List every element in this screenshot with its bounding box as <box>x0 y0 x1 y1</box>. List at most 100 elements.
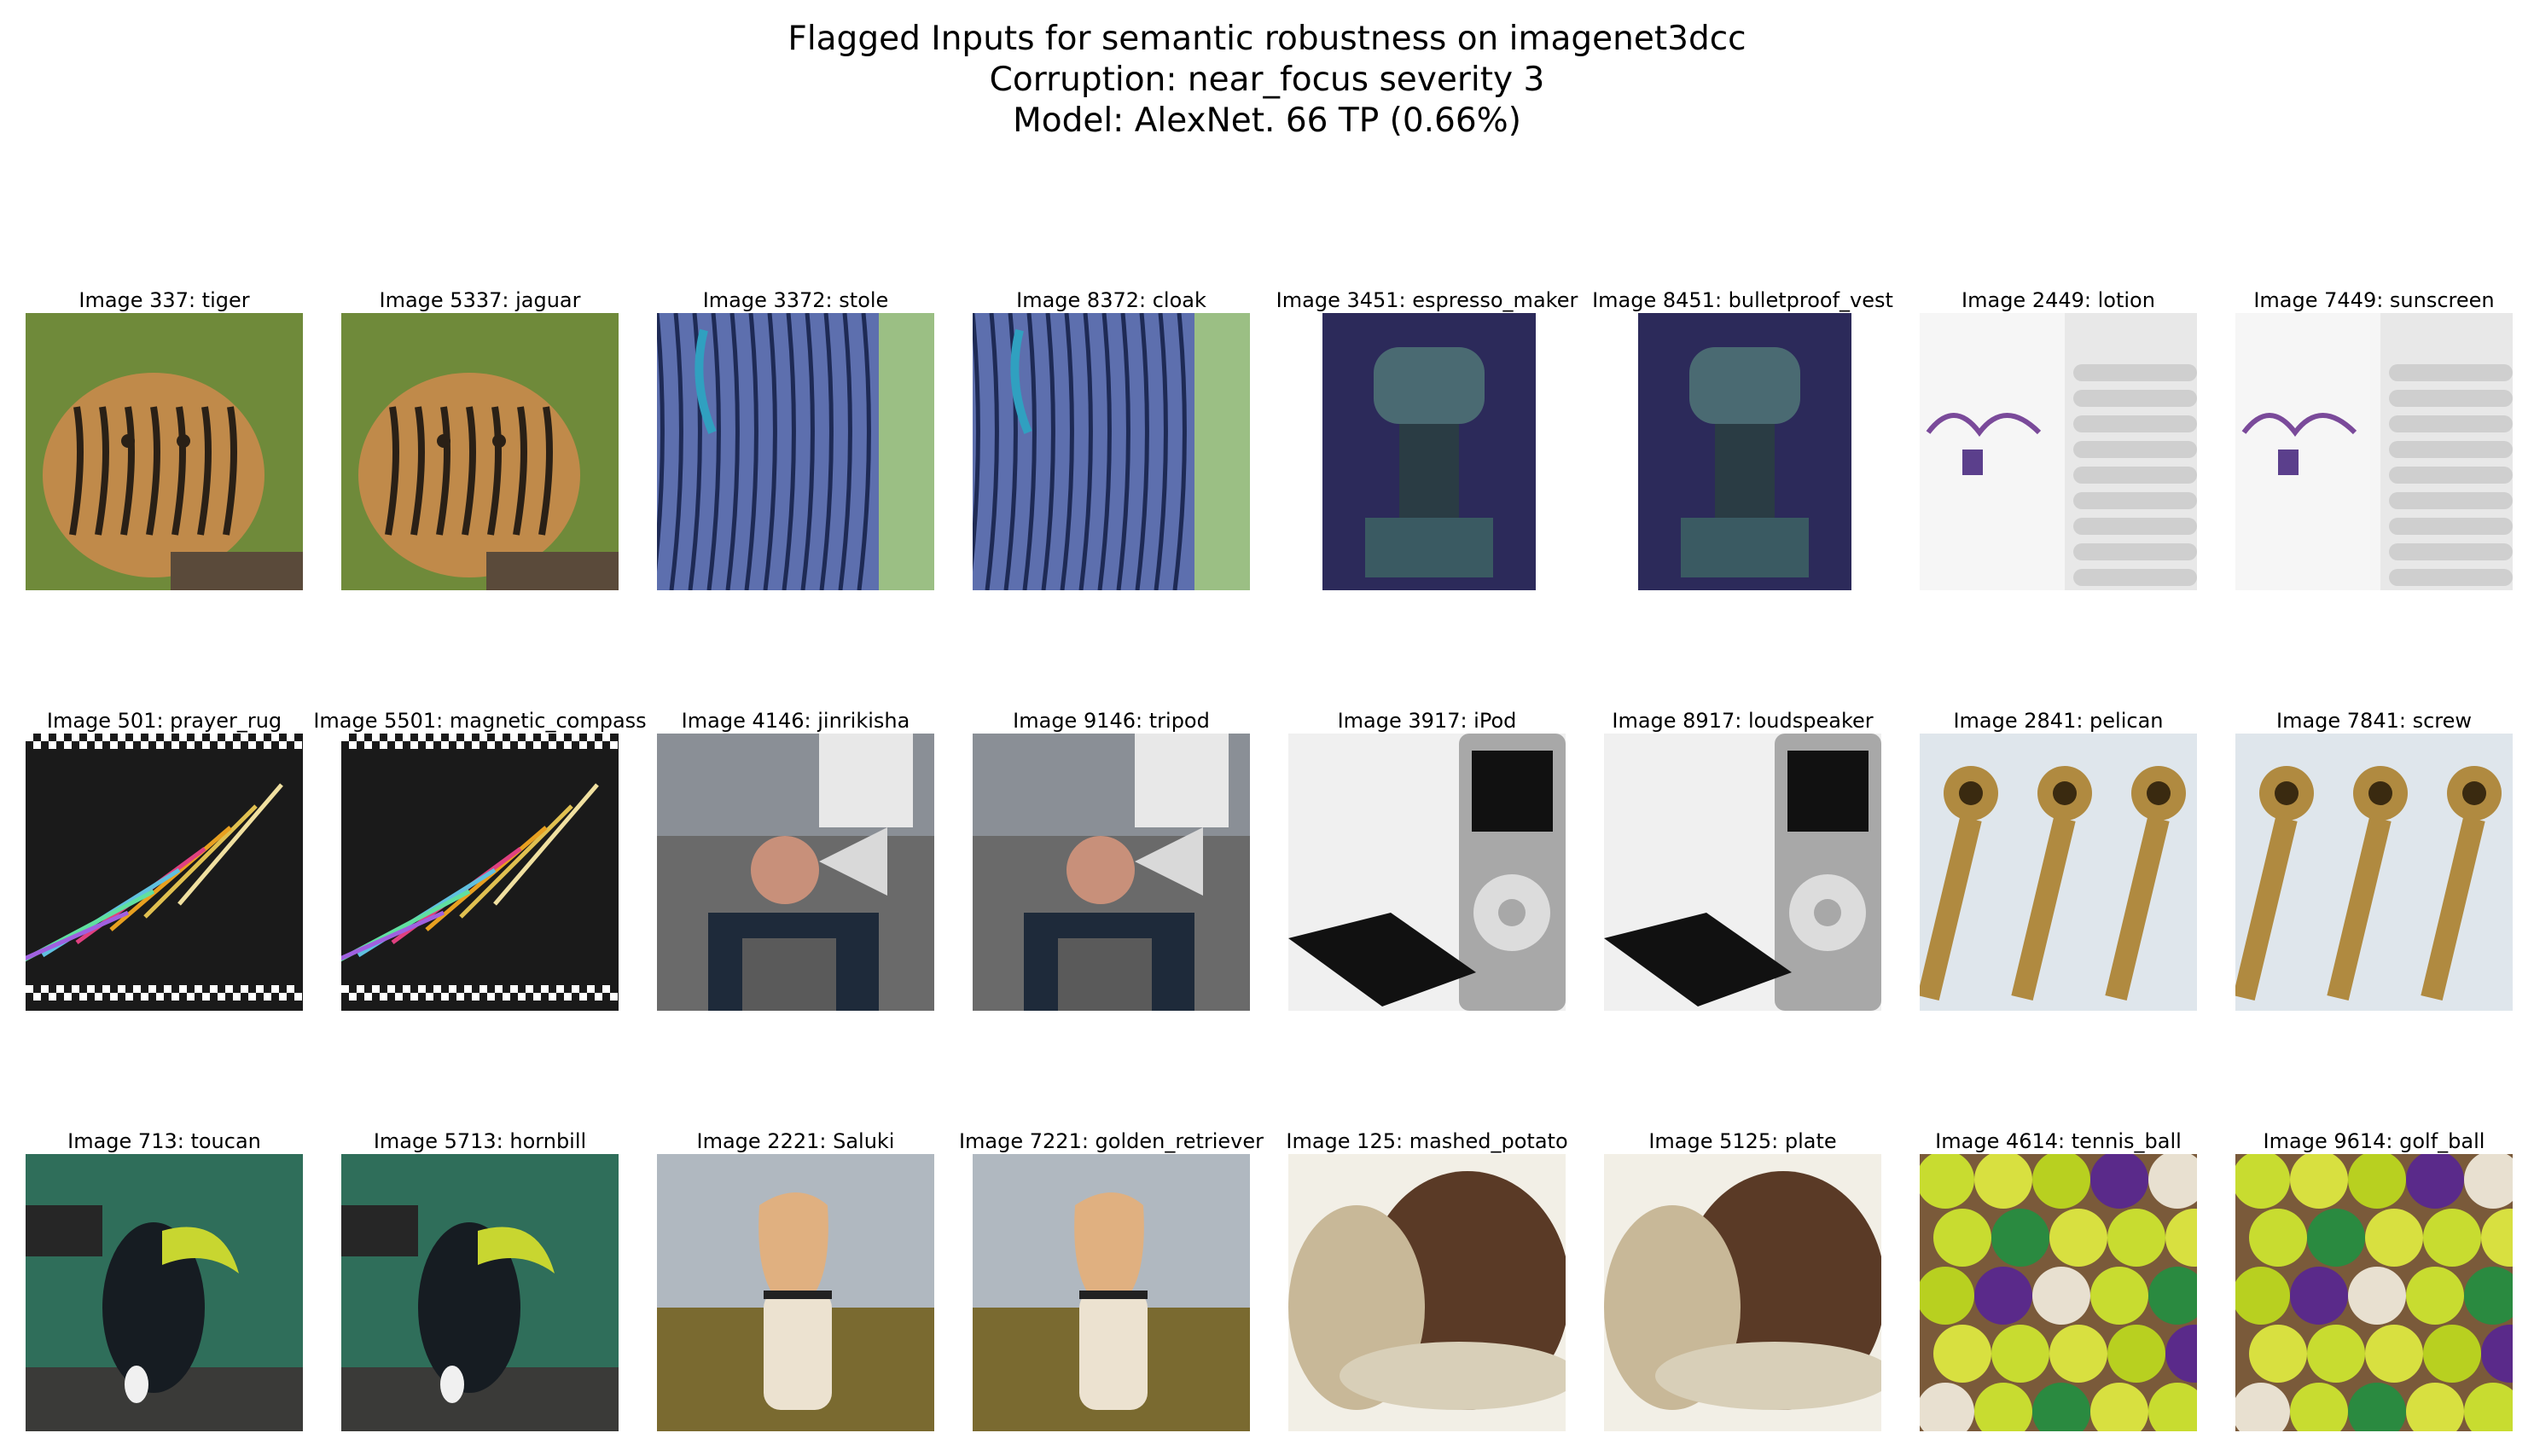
grid-cell: Image 2221: Saluki <box>657 1128 934 1444</box>
megaphone-man-photo-graphic <box>973 734 1250 1011</box>
image-caption: Image 3372: stole <box>702 288 889 312</box>
tiger-photo <box>26 313 303 590</box>
tree-bark-photo-graphic <box>657 313 934 590</box>
grid-cell: Image 4614: tennis_ball <box>1920 1128 2197 1444</box>
espresso-maker-photo-graphic <box>1604 313 1881 590</box>
image-caption: Image 2449: lotion <box>1962 288 2155 312</box>
grid-cell: Image 501: prayer_rug <box>26 708 303 1024</box>
image-caption: Image 3451: espresso_maker <box>1276 288 1578 312</box>
espresso-maker-photo <box>1604 313 1881 590</box>
safety-pins-photo-graphic <box>26 734 303 1011</box>
lotion-bottle-photo <box>2235 313 2513 590</box>
grid-cell: Image 8372: cloak <box>973 287 1250 603</box>
grid-cell: Image 2449: lotion <box>1920 287 2197 603</box>
ipod-photo <box>1288 734 1566 1011</box>
eye-bolts-photo-graphic <box>2235 734 2513 1011</box>
tiger-photo-graphic <box>341 313 619 590</box>
grid-cell: Image 9614: golf_ball <box>2235 1128 2513 1444</box>
title-line-2: Corruption: near_focus severity 3 <box>989 61 1545 99</box>
image-caption: Image 7449: sunscreen <box>2253 288 2495 312</box>
grid-cell: Image 3917: iPod <box>1288 708 1566 1024</box>
image-caption: Image 8372: cloak <box>1016 288 1206 312</box>
title-line-1: Flagged Inputs for semantic robustness o… <box>788 20 1746 58</box>
safety-pins-photo-graphic <box>341 734 619 1011</box>
image-caption: Image 3917: iPod <box>1337 709 1517 733</box>
saluki-dog-photo-graphic <box>973 1154 1250 1431</box>
tree-bark-photo <box>657 313 934 590</box>
image-caption: Image 4614: tennis_ball <box>1935 1129 2182 1153</box>
title-line-3: Model: AlexNet. 66 TP (0.66%) <box>1013 102 1521 140</box>
grid-cell: Image 713: toucan <box>26 1128 303 1444</box>
megaphone-man-photo-graphic <box>657 734 934 1011</box>
grid-cell: Image 8451: bulletproof_vest <box>1592 287 1893 603</box>
image-caption: Image 5713: hornbill <box>373 1129 587 1153</box>
grid-cell: Image 125: mashed_potato <box>1286 1128 1568 1444</box>
steak-gravy-photo <box>1604 1154 1881 1431</box>
megaphone-man-photo <box>973 734 1250 1011</box>
ipod-photo <box>1604 734 1881 1011</box>
toucan-photo-graphic <box>26 1154 303 1431</box>
steak-gravy-photo-graphic <box>1288 1154 1566 1431</box>
toucan-photo <box>26 1154 303 1431</box>
tree-bark-photo <box>973 313 1250 590</box>
lotion-bottle-photo-graphic <box>2235 313 2513 590</box>
grid-cell: Image 4146: jinrikisha <box>657 708 934 1024</box>
figure-title: Flagged Inputs for semantic robustness o… <box>0 19 2534 142</box>
grid-cell: Image 9146: tripod <box>973 708 1250 1024</box>
grid-cell: Image 5125: plate <box>1604 1128 1881 1444</box>
image-caption: Image 8917: loudspeaker <box>1612 709 1874 733</box>
saluki-dog-photo-graphic <box>657 1154 934 1431</box>
grid-cell: Image 7841: screw <box>2235 708 2513 1024</box>
image-caption: Image 9146: tripod <box>1013 709 1210 733</box>
toucan-photo <box>341 1154 619 1431</box>
tiger-photo <box>341 313 619 590</box>
espresso-maker-photo <box>1288 313 1566 590</box>
steak-gravy-photo <box>1288 1154 1566 1431</box>
grid-cell: Image 3372: stole <box>657 287 934 603</box>
grid-cell: Image 337: tiger <box>26 287 303 603</box>
eye-bolts-photo <box>1920 734 2197 1011</box>
grid-cell: Image 7221: golden_retriever <box>959 1128 1264 1444</box>
saluki-dog-photo <box>973 1154 1250 1431</box>
safety-pins-photo <box>26 734 303 1011</box>
image-caption: Image 2841: pelican <box>1953 709 2164 733</box>
grid-cell: Image 5337: jaguar <box>341 287 619 603</box>
image-caption: Image 5337: jaguar <box>379 288 581 312</box>
tennis-balls-photo <box>2235 1154 2513 1431</box>
saluki-dog-photo <box>657 1154 934 1431</box>
tennis-balls-photo <box>1920 1154 2197 1431</box>
tiger-photo-graphic <box>26 313 303 590</box>
grid-cell: Image 8917: loudspeaker <box>1604 708 1881 1024</box>
image-caption: Image 7841: screw <box>2275 709 2473 733</box>
image-caption: Image 501: prayer_rug <box>46 709 282 733</box>
ipod-photo-graphic <box>1288 734 1566 1011</box>
steak-gravy-photo-graphic <box>1604 1154 1881 1431</box>
lotion-bottle-photo <box>1920 313 2197 590</box>
ipod-photo-graphic <box>1604 734 1881 1011</box>
safety-pins-photo <box>341 734 619 1011</box>
image-caption: Image 5501: magnetic_compass <box>313 709 647 733</box>
megaphone-man-photo <box>657 734 934 1011</box>
espresso-maker-photo-graphic <box>1288 313 1566 590</box>
eye-bolts-photo-graphic <box>1920 734 2197 1011</box>
image-caption: Image 2221: Saluki <box>696 1129 895 1153</box>
image-caption: Image 9614: golf_ball <box>2263 1129 2485 1153</box>
image-caption: Image 4146: jinrikisha <box>681 709 910 733</box>
tree-bark-photo-graphic <box>973 313 1250 590</box>
tennis-balls-photo-graphic <box>1920 1154 2197 1431</box>
image-caption: Image 337: tiger <box>78 288 250 312</box>
grid-cell: Image 5501: magnetic_compass <box>313 708 647 1024</box>
image-caption: Image 713: toucan <box>67 1129 261 1153</box>
image-caption: Image 7221: golden_retriever <box>958 1129 1264 1153</box>
toucan-photo-graphic <box>341 1154 619 1431</box>
grid-cell: Image 3451: espresso_maker <box>1276 287 1578 603</box>
grid-cell: Image 5713: hornbill <box>341 1128 619 1444</box>
lotion-bottle-photo-graphic <box>1920 313 2197 590</box>
image-caption: Image 125: mashed_potato <box>1286 1129 1568 1153</box>
image-caption: Image 8451: bulletproof_vest <box>1592 288 1893 312</box>
tennis-balls-photo-graphic <box>2235 1154 2513 1431</box>
eye-bolts-photo <box>2235 734 2513 1011</box>
grid-cell: Image 2841: pelican <box>1920 708 2197 1024</box>
grid-cell: Image 7449: sunscreen <box>2235 287 2513 603</box>
